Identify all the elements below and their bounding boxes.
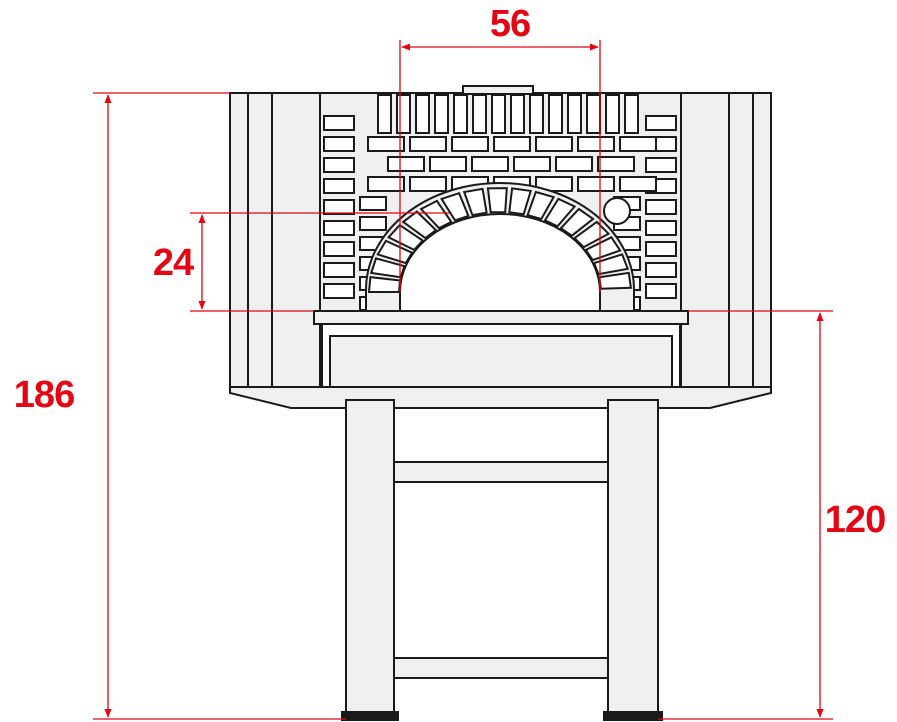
brick <box>387 156 425 172</box>
brick <box>513 156 551 172</box>
mouth-opening <box>399 213 601 312</box>
brick <box>377 94 392 134</box>
brick <box>493 136 531 152</box>
brick <box>359 216 387 231</box>
brick <box>367 136 405 152</box>
arch-brick <box>486 187 508 214</box>
arch-brick <box>367 275 402 293</box>
brick <box>323 262 355 278</box>
brick <box>597 156 635 172</box>
brick <box>645 115 677 131</box>
arch-brick <box>401 210 438 240</box>
dimension-lines <box>93 40 833 720</box>
arch-brick <box>462 187 488 217</box>
oven-mouth <box>365 182 635 312</box>
brick <box>645 262 677 278</box>
brick <box>586 94 601 134</box>
arch-brick <box>440 191 470 222</box>
brick <box>645 220 677 236</box>
stand-brace-top <box>393 461 609 483</box>
brick <box>619 136 657 152</box>
arch-voussoirs <box>367 187 633 293</box>
brick <box>535 176 573 192</box>
brick <box>323 220 355 236</box>
brick <box>415 94 430 134</box>
brick <box>323 115 355 131</box>
brick <box>367 176 405 192</box>
stand-leg-right <box>607 399 659 719</box>
brick <box>434 94 449 134</box>
brick <box>567 94 582 134</box>
arch-brick <box>526 190 556 221</box>
brick <box>429 156 467 172</box>
brick <box>577 136 615 152</box>
brick <box>323 136 355 152</box>
brick <box>529 94 544 134</box>
brick <box>624 94 639 134</box>
brick <box>323 178 355 194</box>
oven-base <box>229 386 772 409</box>
brick <box>645 199 677 215</box>
brick <box>491 94 506 134</box>
stand-foot-left <box>341 711 399 721</box>
brick <box>577 176 615 192</box>
stand-foot-right <box>603 711 663 721</box>
brick <box>359 196 387 211</box>
stand-brace-bottom <box>393 657 609 679</box>
dim-label-opening-height: 24 <box>153 242 194 284</box>
brick <box>472 94 487 134</box>
dim-label-total-height: 186 <box>14 374 74 416</box>
oven-stand <box>341 399 663 721</box>
brick <box>645 241 677 257</box>
brick <box>323 241 355 257</box>
dim-label-opening-width: 56 <box>490 3 530 45</box>
arch-brick <box>559 207 595 237</box>
dim-label-floor-height: 120 <box>825 499 885 541</box>
brick <box>510 94 525 134</box>
shelf-ledge <box>313 310 689 325</box>
brick <box>645 283 677 299</box>
arch-brick <box>376 239 414 265</box>
vent-cap <box>462 85 534 95</box>
brick <box>451 136 489 152</box>
landing-shelf <box>313 310 689 388</box>
brick <box>555 156 593 172</box>
brick <box>323 283 355 299</box>
brick-pattern <box>323 94 677 311</box>
lower-panel-inset <box>329 335 673 388</box>
brick <box>323 199 355 215</box>
brick <box>619 176 657 192</box>
brick <box>535 136 573 152</box>
arch-brick <box>419 199 453 230</box>
brick <box>396 94 411 134</box>
brick <box>548 94 563 134</box>
brick <box>453 94 468 134</box>
brick <box>605 94 620 134</box>
brick <box>471 156 509 172</box>
brick <box>409 176 447 192</box>
thermometer-icon <box>603 197 631 225</box>
stand-leg-left <box>345 399 395 719</box>
brick <box>409 136 447 152</box>
brick <box>323 157 355 173</box>
arch-brick <box>508 187 532 216</box>
brick <box>645 157 677 173</box>
arch-brick <box>543 197 577 228</box>
